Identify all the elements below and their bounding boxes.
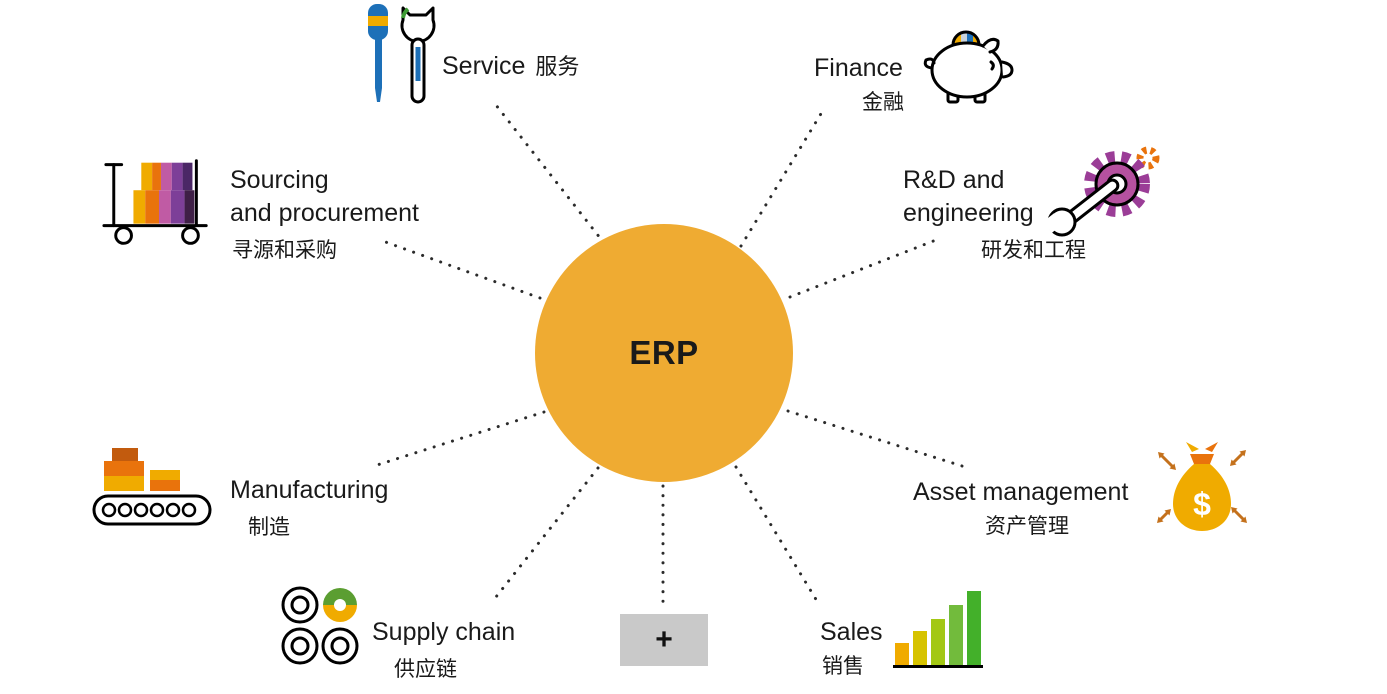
bars-glyph [893, 591, 983, 668]
sourcing-label: Sourcing and procurement 寻源和采购 [230, 164, 419, 265]
supply-label-zh: 供应链 [394, 658, 457, 681]
pig-body-glyph [923, 37, 1014, 104]
rd-label-en1: R&D and [903, 166, 1005, 194]
plus-sign: + [655, 623, 673, 656]
wrench-glyph [400, 6, 436, 104]
service-label-zh: 服务 [535, 54, 580, 79]
sales-label-en: Sales [820, 618, 883, 646]
dotted-connector-service [490, 98, 606, 245]
sourcing-label-en2: and procurement [230, 199, 420, 227]
truck-frame-glyph [102, 159, 208, 245]
gear-wrench-icon [1043, 146, 1160, 237]
rd-label: R&D and engineering 研发和工程 [903, 164, 1086, 265]
spark-gear-glyph [1136, 146, 1160, 170]
dollar-sign: $ [1193, 486, 1211, 522]
erp-label: ERP [629, 334, 699, 371]
cargo-boxes-glyph [133, 162, 195, 224]
asset-label-en: Asset management [913, 478, 1129, 506]
tools-icon [368, 4, 436, 104]
hand-truck-icon [102, 159, 208, 245]
service-label-en: Service [442, 52, 526, 80]
sourcing-label-zh: 寻源和采购 [232, 239, 337, 262]
piggy-bank-icon [923, 30, 1014, 104]
finance-label-en: Finance [814, 54, 903, 82]
manufacturing-label: Manufacturing 制造 [230, 474, 388, 542]
dotted-connector-asset [786, 409, 964, 468]
coin-slot [951, 30, 981, 46]
dotted-connector-supply [490, 466, 600, 604]
bag-glyph: $ [1173, 442, 1231, 531]
conveyor-belt-glyph [92, 494, 212, 526]
asset-label-zh: 资产管理 [985, 515, 1069, 538]
stacked-goods-glyph [104, 448, 180, 491]
dotted-connector-sales [734, 465, 822, 608]
rd-label-en2: engineering [903, 199, 1034, 227]
wrench2-glyph [1043, 178, 1120, 237]
manufacturing-label-zh: 制造 [248, 516, 290, 539]
dotted-connector-manufacturing [372, 410, 546, 468]
erp-center-node: ERP [535, 224, 793, 482]
expand-arrows-glyph [1157, 450, 1247, 523]
screwdriver-glyph [368, 4, 388, 102]
dotted-connector-finance [739, 110, 824, 248]
service-label: Service 服务 [442, 50, 579, 83]
supply-label: Supply chain 供应链 [372, 616, 515, 684]
roller-rings-glyph [281, 586, 359, 665]
finance-label-zh: 金融 [862, 91, 904, 114]
conveyor-icon [92, 448, 212, 526]
sourcing-label-en1: Sourcing [230, 166, 329, 194]
manufacturing-label-en: Manufacturing [230, 476, 389, 504]
bar-chart-icon [893, 591, 983, 668]
money-bag-icon: $ [1157, 442, 1247, 531]
more-modules-box: + [620, 614, 708, 666]
rd-label-zh: 研发和工程 [981, 239, 1086, 262]
rollers-icon [281, 586, 359, 665]
supply-label-en: Supply chain [372, 618, 516, 646]
sales-label-zh: 销售 [822, 655, 864, 678]
